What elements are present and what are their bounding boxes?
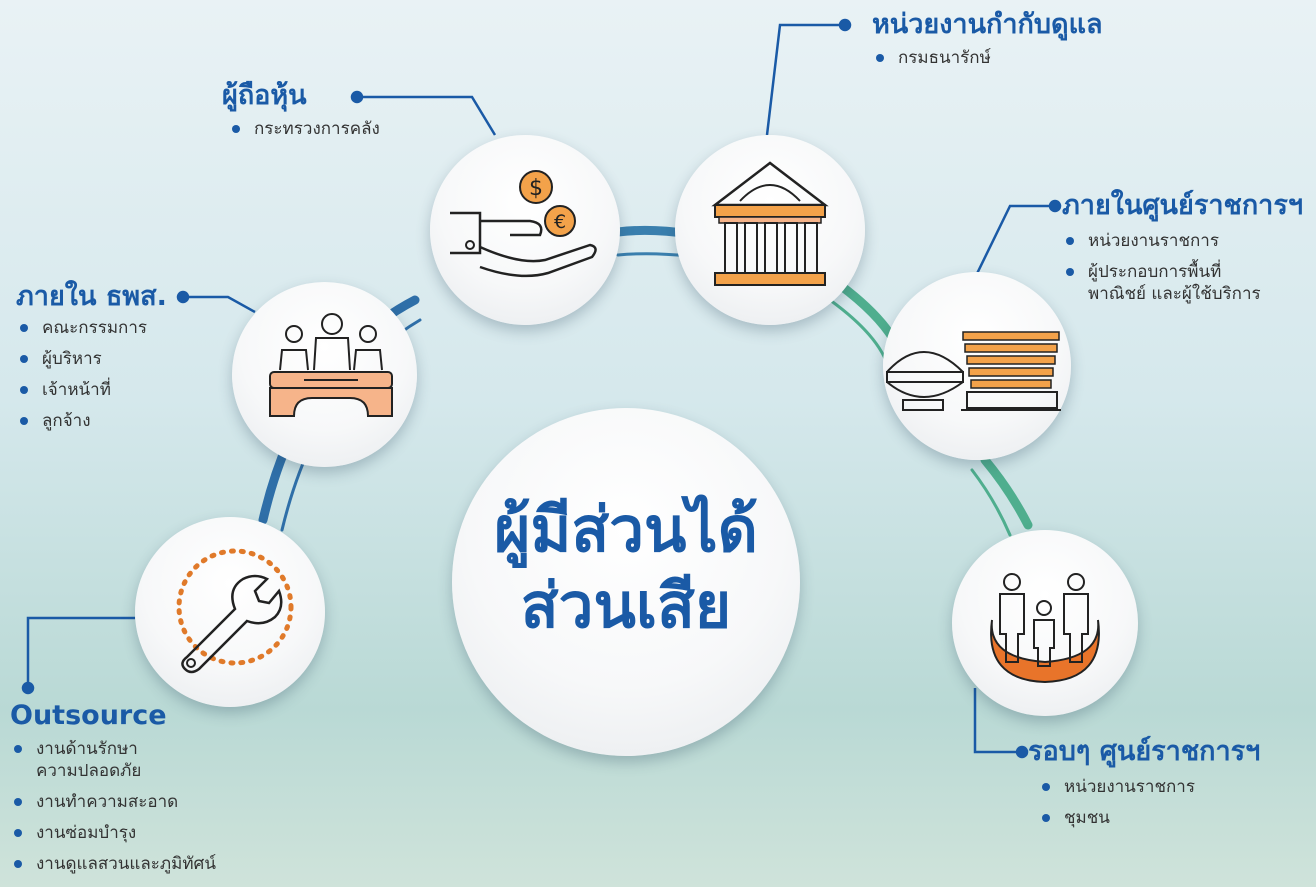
outsource-circle xyxy=(135,517,325,707)
list-item: เจ้าหน้าที่ xyxy=(16,379,167,401)
list-item: กรมธนารักษ์ xyxy=(872,47,1103,69)
center-title: ผู้มีส่วนได้ ส่วนเสีย xyxy=(452,492,800,644)
group-internal: ภายใน ธพส. คณะกรรมการ ผู้บริหาร เจ้าหน้า… xyxy=(16,281,167,441)
list-item: งานทำความสะอาด xyxy=(10,791,216,813)
group-title: หน่วยงานกำกับดูแล xyxy=(872,9,1103,40)
list-item: ผู้บริหาร xyxy=(16,348,167,370)
callout-lines xyxy=(21,18,1062,759)
regulator-circle xyxy=(675,135,865,325)
wrench-icon xyxy=(176,548,294,674)
shareholder-circle: $ € xyxy=(430,135,620,325)
list-item: คณะกรรมการ xyxy=(16,317,167,339)
inside-center-circle xyxy=(883,272,1071,460)
money-hand-icon: $ € xyxy=(450,170,597,278)
group-title: ภายในศูนย์ราชการฯ xyxy=(1062,190,1303,221)
group-title: ผู้ถือหุ้น xyxy=(222,80,307,111)
list-item: ชุมชน xyxy=(1038,807,1260,829)
internal-circle xyxy=(232,282,417,467)
list-item: กระทรวงการคลัง xyxy=(228,118,380,140)
meeting-people-icon xyxy=(269,313,393,417)
list-item: หน่วยงานราชการ xyxy=(1038,776,1260,798)
government-building-icon xyxy=(711,161,829,286)
list-item: ผู้ประกอบการพื้นที่ พาณิชย์ และผู้ใช้บริ… xyxy=(1062,261,1303,305)
community-people-icon xyxy=(990,573,1100,684)
list-item: หน่วยงานราชการ xyxy=(1062,230,1303,252)
around-center-circle xyxy=(952,530,1138,716)
group-around-center: รอบๆ ศูนย์ราชการฯ หน่วยงานราชการ ชุมชน xyxy=(1028,736,1260,838)
government-complex-icon xyxy=(886,331,1061,411)
group-title: Outsource xyxy=(10,700,167,731)
group-regulator: หน่วยงานกำกับดูแล กรมธนารักษ์ xyxy=(872,9,1103,78)
center-circle xyxy=(452,408,800,756)
list-item: งานซ่อมบำรุง xyxy=(10,822,216,844)
center-title-line2: ส่วนเสีย xyxy=(520,569,732,642)
group-title: ภายใน ธพส. xyxy=(16,281,167,312)
list-item: งานด้านรักษา ความปลอดภัย xyxy=(10,738,216,782)
group-outsource: Outsource งานด้านรักษา ความปลอดภัย งานทำ… xyxy=(10,700,216,884)
group-inside-center: ภายในศูนย์ราชการฯ หน่วยงานราชการ ผู้ประก… xyxy=(1062,190,1303,314)
svg-text:$: $ xyxy=(529,176,543,201)
svg-text:€: € xyxy=(554,211,566,233)
list-item: งานดูแลสวนและภูมิทัศน์ xyxy=(10,853,216,875)
group-title: รอบๆ ศูนย์ราชการฯ xyxy=(1028,736,1261,767)
center-title-line1: ผู้มีส่วนได้ xyxy=(494,493,758,566)
list-item: ลูกจ้าง xyxy=(16,410,167,432)
group-shareholder: ผู้ถือหุ้น กระทรวงการคลัง xyxy=(222,80,380,149)
